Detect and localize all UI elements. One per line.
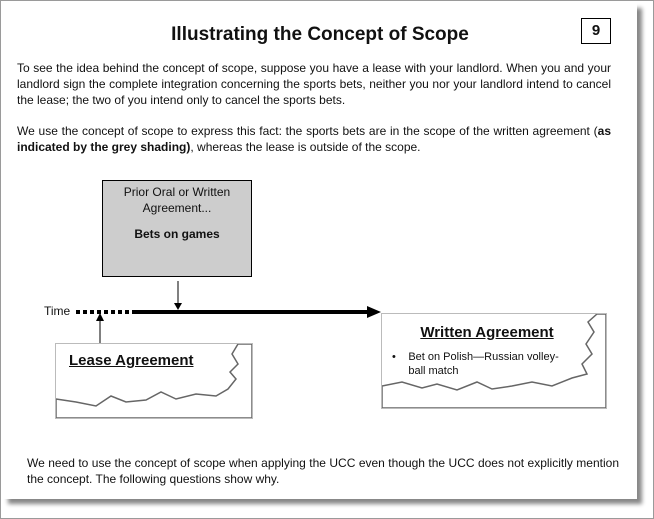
paragraph-2: We use the concept of scope to express t…	[17, 123, 611, 155]
page-title: Illustrating the Concept of Scope	[171, 24, 469, 45]
paragraph-1: To see the idea behind the concept of sc…	[17, 61, 611, 107]
text: , whereas the lease is outside of the sc…	[190, 140, 421, 154]
written-agreement-box: Written Agreement • Bet on Polish—Russian…	[381, 313, 607, 409]
paragraph-3: We need to use the concept of scope when…	[27, 456, 619, 486]
time-label: Time	[44, 304, 71, 318]
torn-edge	[382, 314, 606, 408]
bullet: •	[392, 351, 396, 363]
slide-page: Illustrating the Concept of Scope 9 To s…	[3, 3, 637, 499]
lease-title: Lease Agreement	[69, 352, 194, 369]
lease-agreement-box: Lease Agreement	[55, 343, 253, 419]
written-title: Written Agreement	[420, 324, 554, 341]
page-number: 9	[581, 18, 611, 44]
timeline	[76, 281, 381, 343]
prior-bold: Bets on games	[134, 227, 220, 241]
time-arrowhead	[367, 306, 381, 318]
torn-edge	[56, 344, 252, 418]
text: We use the concept of scope to express t…	[17, 124, 598, 138]
bullet-item: • Bet on Polish—Russian volley-ball match	[392, 350, 572, 378]
bullet-text: Bet on Polish—Russian volley-ball match	[408, 351, 559, 377]
up-arrowhead	[96, 313, 104, 321]
prior-line1: Prior Oral or Written	[123, 185, 231, 199]
down-arrowhead	[174, 303, 182, 310]
bold-text: as indicated by the grey shading)	[17, 124, 611, 154]
prior-agreement-box: Prior Oral or Written Agreement... Bets …	[102, 180, 252, 277]
prior-line2: Agreement...	[142, 201, 212, 215]
